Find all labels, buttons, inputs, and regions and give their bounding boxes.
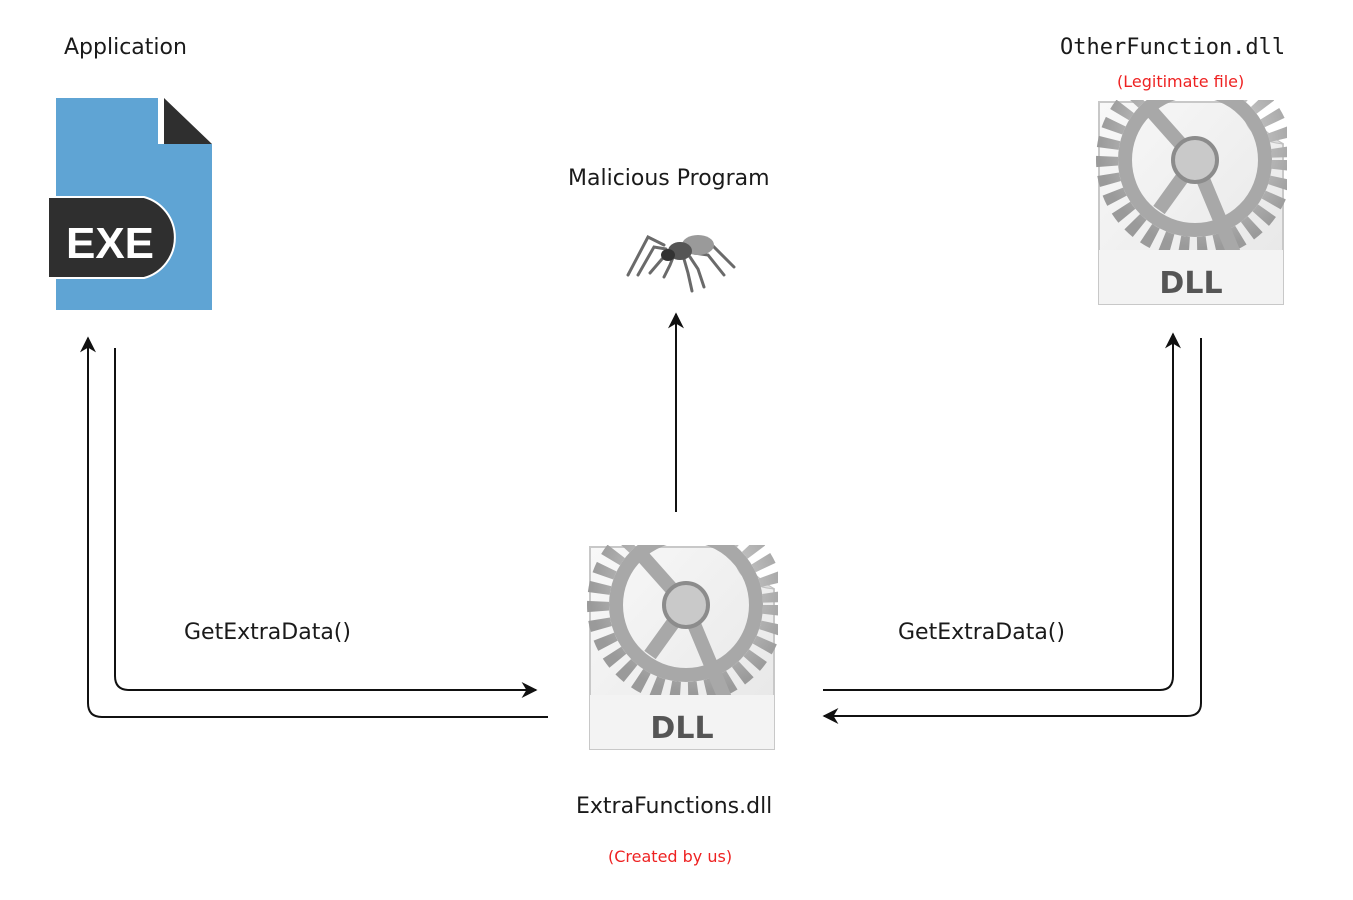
edge-other-to-extra: [822, 338, 1202, 724]
other-dll-label: OtherFunction.dll: [1060, 35, 1286, 60]
other-dll-icon: DLL: [1095, 61, 1294, 307]
spider-icon: [624, 225, 736, 295]
exe-text: EXE: [66, 219, 154, 268]
edge-extra-to-other: [823, 332, 1181, 691]
left-call-label: GetExtraData(): [184, 620, 351, 645]
application-label: Application: [64, 35, 187, 60]
extra-dll-label: ExtraFunctions.dll: [576, 794, 773, 819]
extra-dll-text: DLL: [650, 711, 713, 746]
malicious-program-label: Malicious Program: [568, 166, 770, 191]
right-call-label: GetExtraData(): [898, 620, 1065, 645]
other-dll-text: DLL: [1159, 266, 1222, 301]
edge-app-to-extra: [114, 348, 538, 698]
edge-extra-to-app: [80, 336, 548, 718]
exe-file-icon: EXE: [47, 98, 214, 312]
extra-dll-note: (Created by us): [608, 847, 733, 866]
other-dll-note: (Legitimate file): [1117, 72, 1245, 91]
